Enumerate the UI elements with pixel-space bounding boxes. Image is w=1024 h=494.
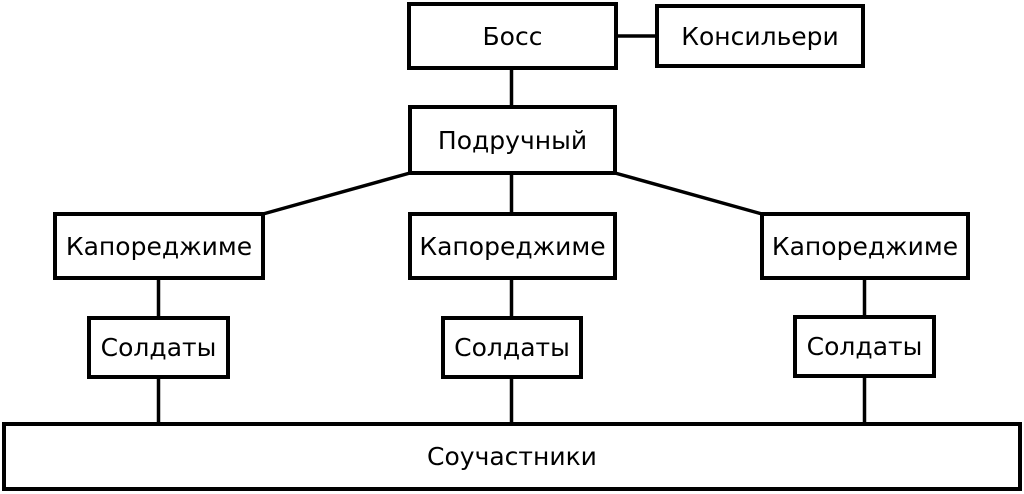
node-caporegime-left: Капореджиме bbox=[53, 212, 265, 280]
node-caporegime-right: Капореджиме bbox=[760, 212, 970, 280]
connector-underboss-capo-left bbox=[262, 171, 411, 216]
node-soldiers-left: Солдаты bbox=[87, 316, 230, 379]
node-caporegime-middle: Капореджиме bbox=[408, 212, 617, 280]
connector-underboss-capo-right bbox=[614, 171, 763, 216]
node-underboss: Подручный bbox=[408, 105, 617, 175]
node-associates: Соучастники bbox=[2, 422, 1022, 491]
node-boss: Босс bbox=[407, 2, 618, 70]
node-soldiers-right: Солдаты bbox=[793, 315, 936, 378]
node-consigliere: Консильери bbox=[655, 4, 865, 68]
node-soldiers-middle: Солдаты bbox=[441, 316, 583, 379]
